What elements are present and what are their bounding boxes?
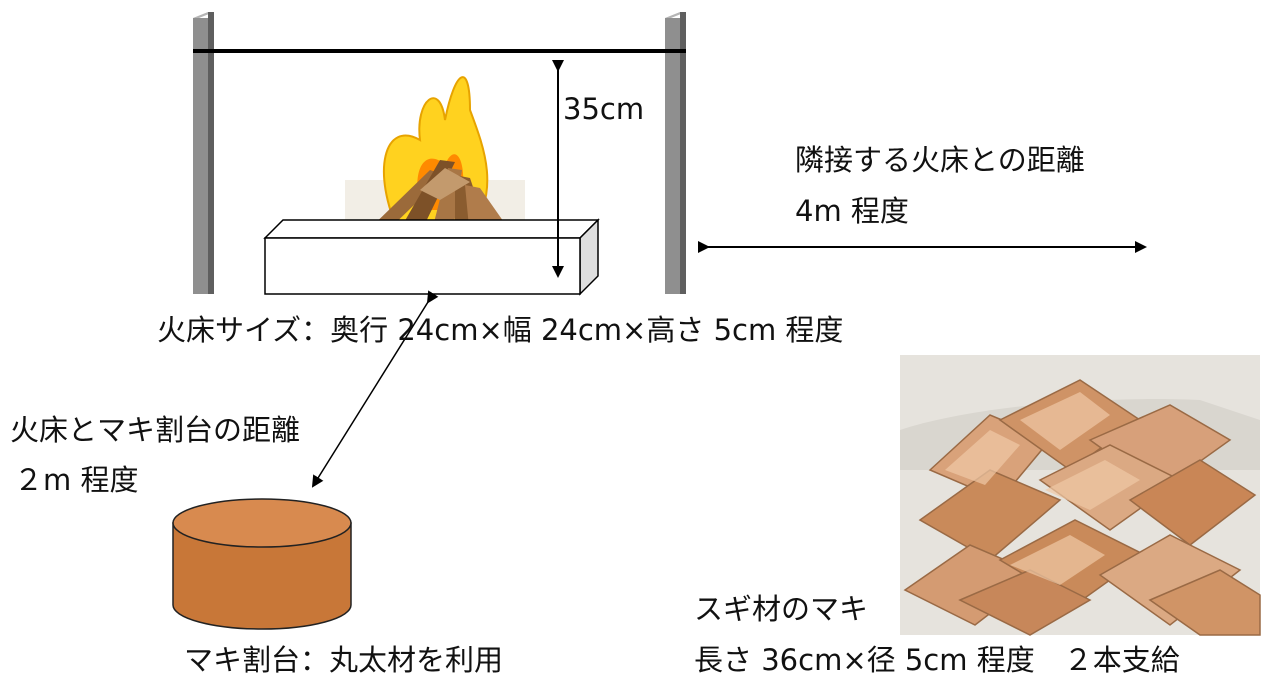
firewood-label: スギ材のマキ [694, 592, 869, 626]
chopping-distance-label: 火床とマキ割台の距離 [10, 413, 301, 447]
chopping-distance-arrow [311, 290, 439, 488]
neighbor-distance-value: 4m 程度 [795, 194, 909, 228]
firewood-spec-label: 長さ 36cm×径 5cm 程度 ２本支給 [694, 643, 1180, 677]
right-post [665, 12, 686, 294]
height-label: 35cm [563, 92, 645, 126]
hearth-size-label: 火床サイズ：奥行 24cm×幅 24cm×高さ 5cm 程度 [157, 313, 844, 347]
neighbor-distance-label: 隣接する火床との距離 [795, 143, 1085, 177]
firewood-photo [900, 355, 1261, 636]
hearth-box [263, 218, 600, 296]
chopping-block-icon [172, 498, 352, 630]
campfire-icon [345, 76, 525, 240]
chopping-block-label: マキ割台：丸太材を利用 [184, 643, 504, 677]
left-post [193, 12, 214, 294]
chopping-distance-value: ２m 程度 [14, 463, 139, 497]
